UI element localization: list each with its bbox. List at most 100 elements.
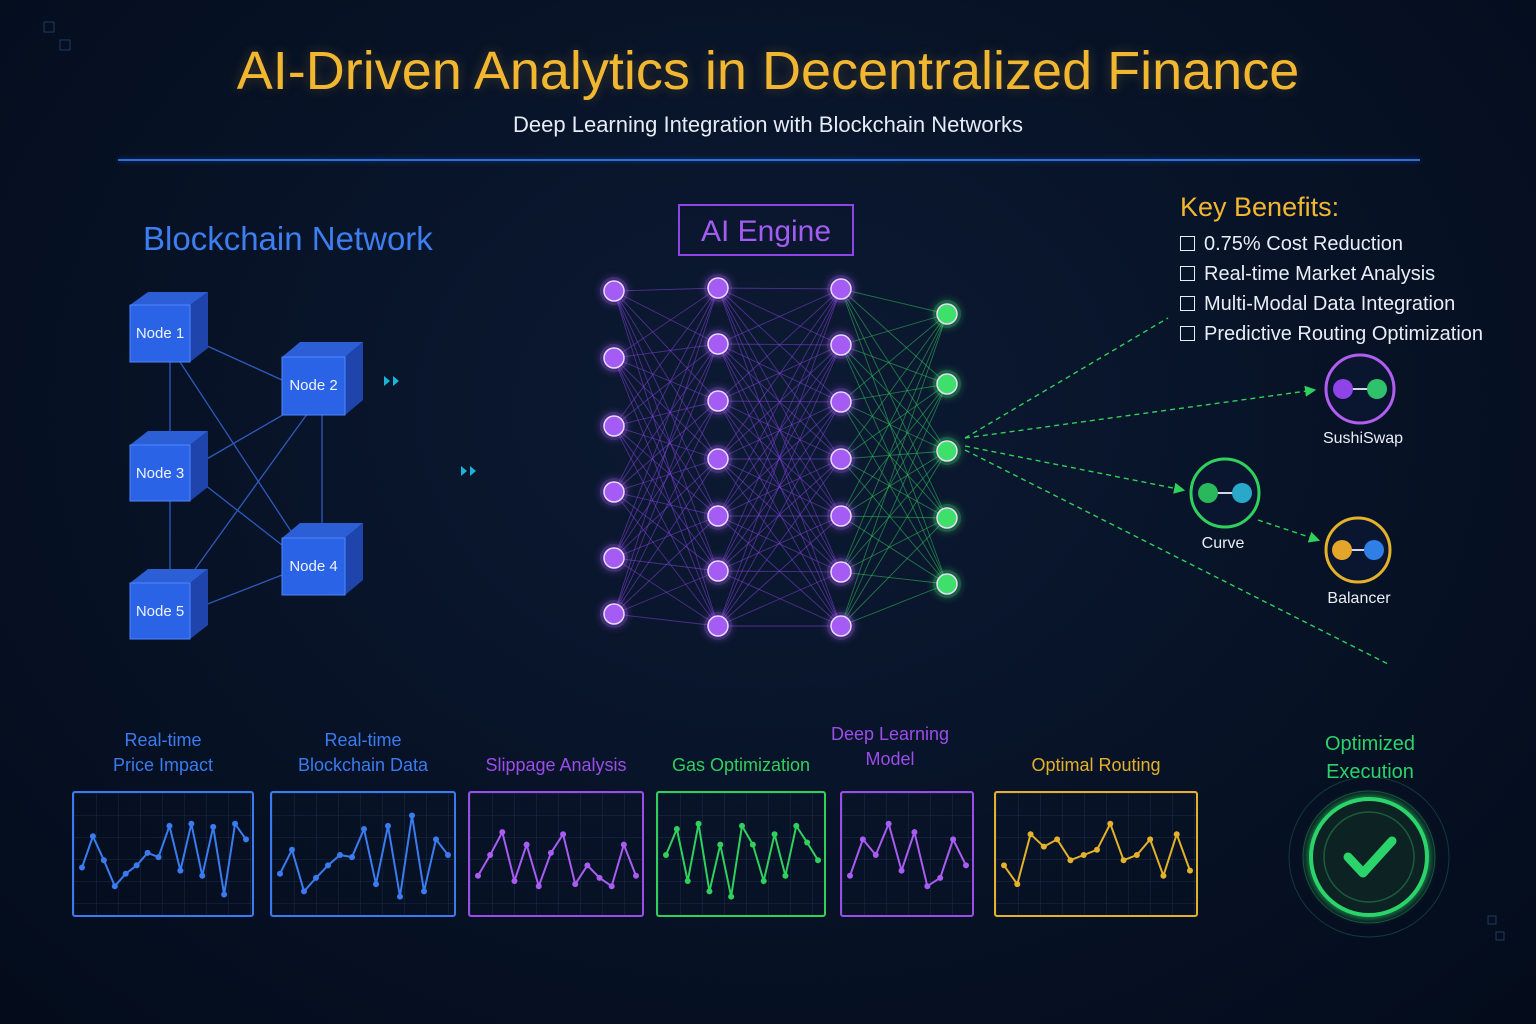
sparkline-point [89, 833, 96, 840]
panel-label-line: Slippage Analysis [485, 755, 627, 775]
nn-node [707, 277, 729, 299]
nn-edge [840, 583, 948, 627]
sparkline [1001, 820, 1193, 888]
nn-node [603, 347, 625, 369]
key-benefits-title: Key Benefits: [1180, 192, 1340, 222]
ai-engine-title: AI Engine [678, 204, 854, 256]
checkbox-icon[interactable] [1180, 326, 1195, 341]
benefit-item[interactable]: Real-time Market Analysis [1180, 259, 1483, 289]
nn-edge [613, 425, 719, 572]
node-cube-1[interactable] [129, 292, 208, 363]
chart-panel[interactable] [468, 791, 644, 917]
curve-protocol-icon[interactable] [1189, 457, 1261, 529]
sparkline-point [608, 883, 615, 890]
nn-edge [717, 401, 842, 627]
nn-edge [840, 288, 948, 385]
chart-panel[interactable] [270, 791, 456, 917]
nn-edge [717, 288, 842, 345]
node-cube-3[interactable] [129, 431, 208, 502]
nn-edge [613, 290, 719, 517]
sparkline-point [885, 820, 892, 827]
node-cube-4[interactable] [281, 523, 363, 596]
sparkline-point [210, 823, 217, 830]
nn-edge [840, 401, 948, 452]
chart-panel[interactable] [994, 791, 1198, 917]
sparkline-point [1147, 836, 1154, 843]
sparkline-point [301, 888, 307, 895]
nn-edge [613, 343, 719, 615]
sparkline-point [950, 836, 957, 843]
sparkline-point [111, 883, 118, 890]
sparkline-point [872, 852, 879, 858]
sparkline-point [1107, 820, 1114, 827]
sparkline-point [847, 872, 853, 879]
nn-edge [717, 288, 842, 572]
node-label: Node 3 [135, 465, 185, 482]
sparkline-point [133, 862, 140, 869]
nn-edge [613, 357, 719, 460]
checkbox-icon[interactable] [1180, 296, 1195, 311]
sparkline-point [1040, 843, 1047, 850]
nn-edge [840, 344, 948, 385]
neural-network-edges [613, 287, 948, 627]
node-cube-5[interactable] [129, 569, 208, 640]
nn-edge [613, 515, 719, 615]
checkbox-icon[interactable] [1180, 266, 1195, 281]
nn-edge [717, 571, 842, 627]
nn-edge [840, 288, 948, 315]
sparkline-point [695, 820, 702, 827]
benefit-item[interactable]: Predictive Routing Optimization [1180, 319, 1483, 349]
sparkline-point [349, 854, 355, 861]
node-label: Node 4 [289, 558, 338, 575]
check-icon [1288, 776, 1450, 938]
sparkline-point [584, 862, 591, 869]
nn-edge [717, 458, 842, 517]
balancer-protocol-icon[interactable] [1324, 516, 1392, 584]
nn-node [707, 448, 729, 470]
nn-edge [613, 287, 719, 359]
sparkline-path [665, 822, 819, 897]
optimized-execution-label: Optimized Execution [1300, 730, 1440, 786]
sparkline-point [911, 829, 918, 836]
panel-label-line: Gas Optimization [671, 755, 811, 775]
sparkline-point [1067, 857, 1074, 864]
chart-panel[interactable] [840, 791, 974, 917]
panel-label-routing: Optimal Routing [994, 753, 1198, 778]
sparkline-point [166, 822, 173, 829]
sparkline [663, 820, 821, 900]
nn-edge [717, 515, 842, 573]
nn-edge [613, 400, 719, 615]
panel-label-line: Blockchain Data [297, 755, 429, 775]
sushiswap-protocol-icon[interactable] [1324, 353, 1396, 425]
benefit-item[interactable]: Multi-Modal Data Integration [1180, 289, 1483, 319]
panel-label-line: Model [865, 749, 915, 769]
node-label: Node 1 [135, 325, 185, 342]
node-cube-2[interactable] [281, 342, 363, 416]
nn-edge [840, 450, 948, 573]
nn-edge [840, 383, 948, 573]
sparkline-point [313, 874, 319, 881]
nn-edge [613, 425, 719, 460]
sparkline-point [633, 872, 639, 879]
chart-panel[interactable] [656, 791, 826, 917]
nn-edge [840, 450, 948, 517]
benefit-label: Multi-Modal Data Integration [1204, 293, 1456, 315]
benefit-item[interactable]: 0.75% Cost Reduction [1180, 229, 1483, 259]
nn-node [830, 391, 852, 413]
curve-label: Curve [1201, 535, 1245, 552]
checkbox-icon[interactable] [1180, 236, 1195, 251]
sparkline-point [277, 870, 283, 877]
sparkline-point [924, 883, 931, 890]
nn-edge [613, 357, 719, 572]
nn-edge [840, 458, 948, 519]
panel-label-line: Real-time [124, 730, 202, 750]
sparkline-point [487, 852, 494, 858]
sparkline-point [221, 891, 228, 898]
nn-node [936, 507, 958, 529]
sparkline-point [243, 836, 249, 843]
sparkline-point [620, 841, 627, 848]
nn-edge [840, 313, 948, 627]
nn-edge [840, 383, 948, 460]
chart-panel[interactable] [72, 791, 254, 917]
sparkline-point [177, 867, 184, 874]
